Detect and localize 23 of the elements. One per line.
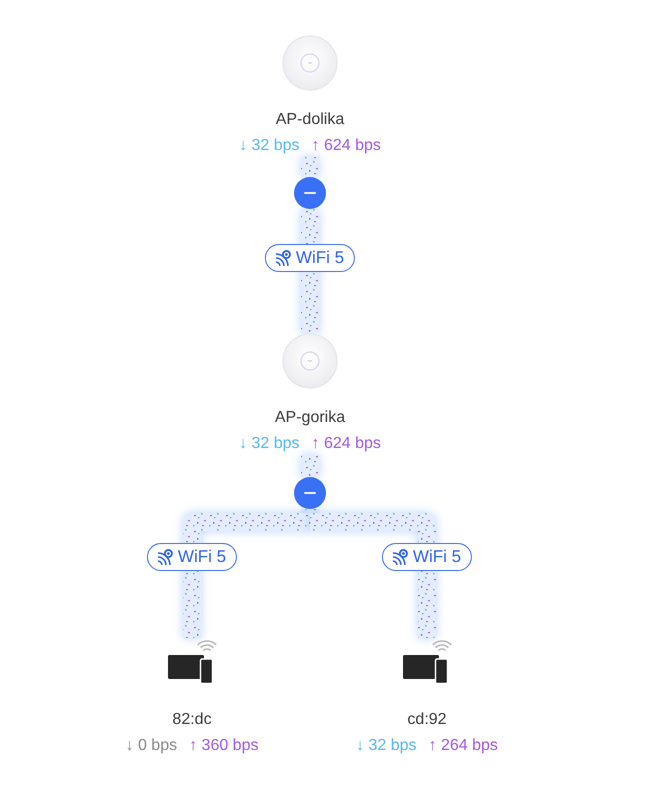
- download-rate: ↓ 0 bps: [126, 736, 178, 756]
- download-rate: ↓ 32 bps: [239, 136, 300, 156]
- edge-label: WiFi 5: [296, 248, 344, 268]
- connection-line: [301, 209, 319, 333]
- download-rate: ↓ 32 bps: [356, 736, 417, 756]
- download-rate: ↓ 32 bps: [239, 434, 300, 454]
- upload-rate: ↑ 624 bps: [312, 136, 381, 156]
- connection-line: [301, 157, 319, 177]
- collapse-button: [294, 477, 326, 509]
- edge-label: WiFi 5: [412, 547, 462, 567]
- upload-rate: ↑ 624 bps: [312, 434, 381, 454]
- connection-line: [301, 509, 319, 513]
- device-name: cd:92: [407, 710, 447, 730]
- device-name: AP-gorika: [274, 408, 346, 428]
- connection-line: [301, 455, 319, 477]
- edge-label: WiFi 5: [178, 547, 226, 567]
- upload-rate: ↑ 360 bps: [189, 736, 258, 756]
- connection-line: [183, 513, 310, 638]
- upload-rate: ↑ 264 bps: [428, 736, 498, 756]
- connection-line: [310, 513, 436, 638]
- device-name: 82:dc: [172, 710, 212, 730]
- collapse-button: [294, 177, 326, 209]
- device-name: AP-dolika: [276, 110, 344, 130]
